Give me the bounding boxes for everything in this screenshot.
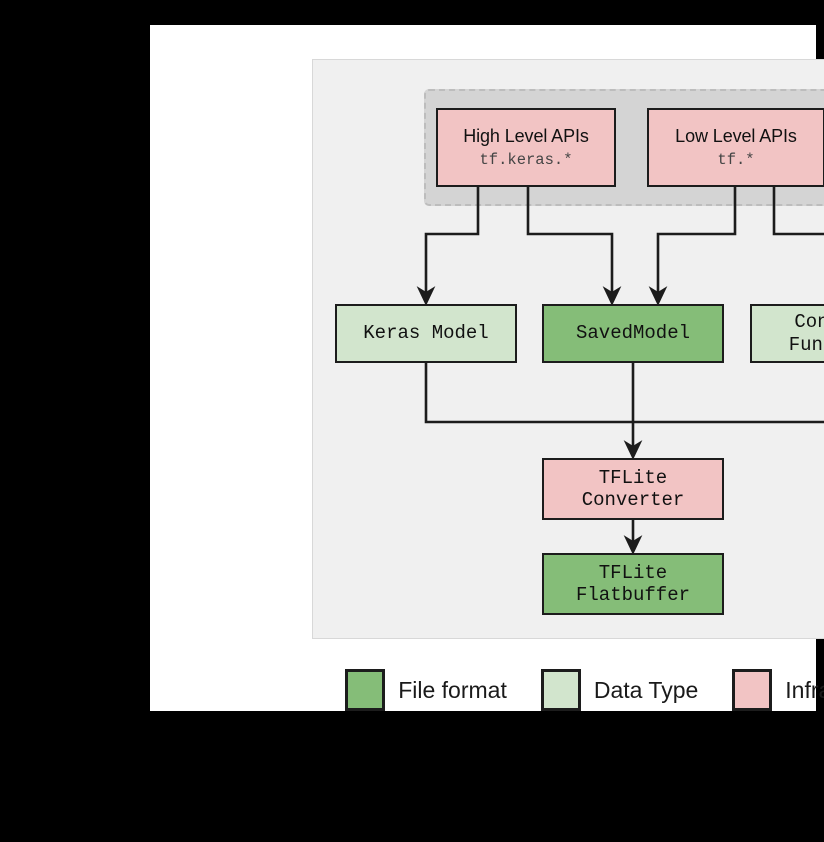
node-concrete-functions-title-line1: Concrete <box>794 311 824 334</box>
legend-item-infrastructure: Infrastructure <box>732 669 824 711</box>
node-tflite-converter[interactable]: TFLite Converter <box>542 458 724 520</box>
screenshot-root: High Level APIs tf.keras.* Low Level API… <box>150 25 824 711</box>
legend-label-infrastructure: Infrastructure <box>785 676 824 703</box>
legend-swatch-file-format <box>345 669 386 711</box>
legend-swatch-infrastructure <box>732 669 773 711</box>
node-tflite-converter-title-line1: TFLite <box>598 466 668 489</box>
node-savedmodel[interactable]: SavedModel <box>542 304 724 363</box>
figure-page: High Level APIs tf.keras.* Low Level API… <box>150 25 824 711</box>
legend: File format Data Type Infrastructure <box>312 661 824 719</box>
node-high-level-apis-subtitle: tf.keras.* <box>479 150 573 169</box>
node-high-level-apis[interactable]: High Level APIs tf.keras.* <box>436 108 616 187</box>
legend-swatch-data-type <box>540 669 581 711</box>
node-high-level-apis-title: High Level APIs <box>463 125 589 146</box>
node-keras-model[interactable]: Keras Model <box>335 304 517 363</box>
node-concrete-functions-title-line2: Functions <box>788 333 824 356</box>
node-tflite-flatbuffer-title-line1: TFLite <box>598 561 668 584</box>
node-low-level-apis-subtitle: tf.* <box>717 150 755 169</box>
legend-label-file-format: File format <box>398 676 507 703</box>
node-tflite-converter-title-line2: Converter <box>581 489 685 511</box>
legend-label-data-type: Data Type <box>593 676 699 703</box>
legend-item-file-format: File format <box>345 669 507 711</box>
node-low-level-apis[interactable]: Low Level APIs tf.* <box>647 108 824 187</box>
node-savedmodel-title: SavedModel <box>575 322 691 345</box>
node-tflite-flatbuffer[interactable]: TFLite Flatbuffer <box>542 553 724 615</box>
legend-item-data-type: Data Type <box>540 669 699 711</box>
node-keras-model-title: Keras Model <box>363 322 489 345</box>
node-tflite-flatbuffer-title-line2: Flatbuffer <box>575 584 691 606</box>
node-concrete-functions[interactable]: Concrete Functions <box>750 304 824 363</box>
node-low-level-apis-title: Low Level APIs <box>675 125 797 146</box>
